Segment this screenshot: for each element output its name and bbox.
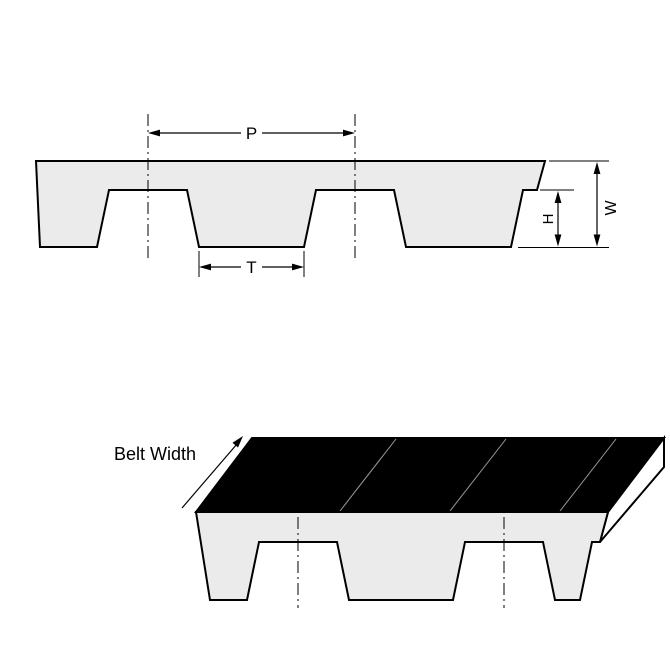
tooth-height-dimension: H [540, 189, 574, 247]
tooth-height-label: H [540, 214, 557, 225]
belt-width-annotation: Belt Width [114, 436, 243, 509]
arrowhead-left-icon [148, 129, 160, 137]
belt-width-arrow-line [181, 443, 238, 509]
belt-profile-view: P T H [34, 114, 620, 277]
arrowhead-down-icon [593, 234, 601, 247]
top-face-seam-line [449, 438, 507, 512]
arrowhead-right-icon [292, 263, 304, 271]
tooth-width-label: T [246, 258, 256, 277]
belt-profile-shape [34, 160, 547, 248]
belt-front-face [194, 511, 610, 601]
top-face-seam-line [559, 438, 617, 512]
arrowhead-up-icon [593, 162, 601, 174]
top-face-seam-line [339, 438, 397, 512]
belt-width-label: Belt Width [114, 444, 196, 464]
arrowhead-upright-icon [232, 436, 243, 448]
tooth-width-dimension: T [198, 251, 305, 277]
arrowhead-down-icon [554, 234, 562, 247]
belt-thickness-dimension: W [518, 160, 620, 248]
pitch-dimension: P [148, 124, 355, 143]
belt-thickness-label: W [603, 200, 620, 216]
arrowhead-left-icon [199, 263, 211, 271]
arrowhead-up-icon [554, 191, 562, 203]
arrowhead-right-icon [343, 129, 355, 137]
belt-perspective-view: Belt Width [114, 435, 667, 608]
pitch-label: P [246, 124, 257, 143]
belt-top-face [193, 437, 667, 513]
